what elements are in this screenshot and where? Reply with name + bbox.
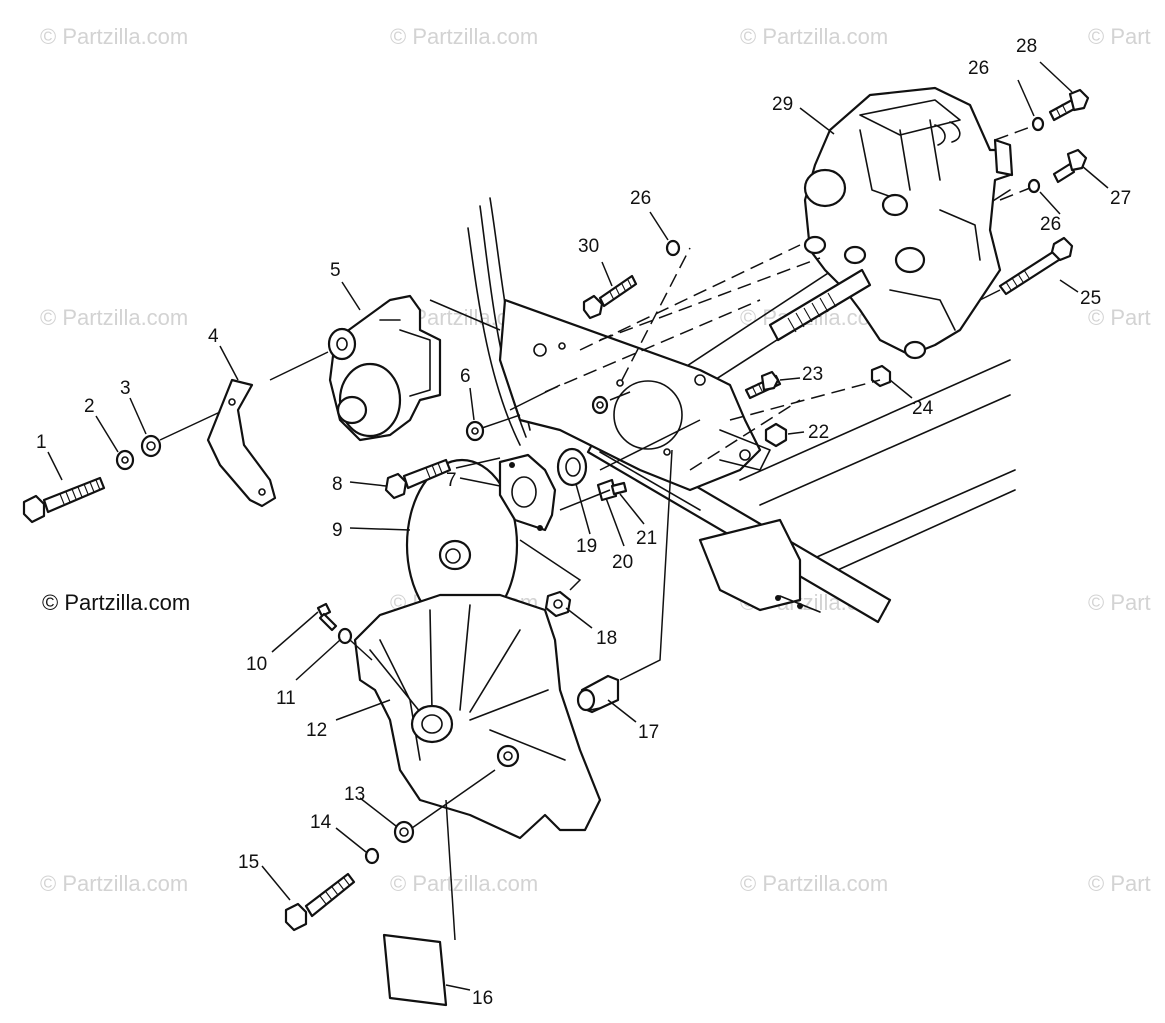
callout-lines bbox=[47, 61, 1109, 991]
nut-22 bbox=[764, 422, 788, 448]
label-part-29: 29 bbox=[772, 94, 793, 115]
washer-3 bbox=[140, 434, 162, 458]
decal-16 bbox=[382, 933, 448, 1007]
callout-numbers: 1 2 3 4 5 6 7 8 9 10 11 12 13 14 15 16 1… bbox=[36, 36, 1131, 1009]
output-shaft bbox=[768, 268, 872, 342]
label-part-30: 30 bbox=[578, 236, 599, 257]
mounting-plate bbox=[498, 298, 771, 492]
label-part-25: 25 bbox=[1080, 288, 1101, 309]
label-part-22: 22 bbox=[808, 422, 829, 443]
label-part-13: 13 bbox=[344, 784, 365, 805]
bushing-20 bbox=[596, 478, 618, 502]
watermark: © Part bbox=[1088, 590, 1151, 615]
label-part-5: 5 bbox=[330, 260, 341, 281]
bolt-25 bbox=[998, 236, 1074, 296]
copyright-text: © Partzilla.com bbox=[42, 590, 190, 615]
bolt-1 bbox=[22, 476, 106, 524]
washer-26-upper bbox=[1031, 116, 1045, 132]
plate-7 bbox=[498, 453, 557, 532]
washer-11 bbox=[337, 627, 353, 645]
label-part-8: 8 bbox=[332, 474, 343, 495]
watermark: © Partzilla.com bbox=[740, 871, 888, 896]
label-part-12: 12 bbox=[306, 720, 327, 741]
watermark: © Part bbox=[1088, 305, 1151, 330]
watermark: © Partzilla.com bbox=[390, 871, 538, 896]
label-part-2: 2 bbox=[84, 396, 95, 417]
bolt-15 bbox=[284, 872, 356, 932]
washer-26-top bbox=[665, 239, 681, 257]
label-part-19: 19 bbox=[576, 536, 597, 557]
label-part-21: 21 bbox=[636, 528, 657, 549]
watermark: © Part bbox=[1088, 871, 1151, 896]
label-part-4: 4 bbox=[208, 326, 219, 347]
washer-14 bbox=[364, 847, 380, 865]
seal-19 bbox=[556, 447, 588, 487]
label-part-18: 18 bbox=[596, 628, 617, 649]
label-part-24: 24 bbox=[912, 398, 934, 419]
label-part-26: 26 bbox=[630, 188, 651, 209]
key-21 bbox=[610, 481, 628, 496]
watermark: © Partzilla.com bbox=[40, 305, 188, 330]
watermark: © Partzilla.com bbox=[40, 871, 188, 896]
watermark: © Partzilla.com bbox=[390, 24, 538, 49]
assembly-lines bbox=[159, 125, 1034, 941]
label-part-26-upper: 26 bbox=[968, 58, 989, 79]
label-part-23: 23 bbox=[802, 364, 823, 385]
washer-13 bbox=[393, 820, 415, 844]
washer-center bbox=[591, 395, 609, 415]
label-part-6: 6 bbox=[460, 366, 471, 387]
bolt-8 bbox=[384, 458, 452, 500]
label-part-27: 27 bbox=[1110, 188, 1131, 209]
nut-18 bbox=[544, 590, 572, 618]
bolt-23 bbox=[744, 370, 782, 400]
label-part-14: 14 bbox=[310, 812, 332, 833]
bolt-30 bbox=[582, 274, 638, 320]
bolt-27 bbox=[1052, 148, 1088, 184]
label-part-17: 17 bbox=[638, 722, 659, 743]
washer-26-right bbox=[1027, 178, 1041, 194]
spacer-17 bbox=[576, 674, 620, 714]
label-part-28: 28 bbox=[1016, 36, 1037, 57]
label-part-10: 10 bbox=[246, 654, 267, 675]
bolt-28 bbox=[1048, 88, 1090, 122]
label-part-16: 16 bbox=[472, 988, 493, 1009]
pulley-9 bbox=[405, 458, 519, 632]
bracket-4 bbox=[206, 378, 277, 508]
watermark: © Partzilla.com bbox=[740, 24, 888, 49]
washer-6 bbox=[465, 420, 485, 442]
label-part-20: 20 bbox=[612, 552, 633, 573]
label-part-3: 3 bbox=[120, 378, 131, 399]
label-part-26-right: 26 bbox=[1040, 214, 1061, 235]
label-part-9: 9 bbox=[332, 520, 343, 541]
starter-5 bbox=[327, 294, 442, 442]
washer-2 bbox=[115, 449, 135, 471]
cover-12 bbox=[353, 593, 602, 840]
label-part-7: 7 bbox=[446, 470, 457, 491]
label-part-15: 15 bbox=[238, 852, 259, 873]
bolt-10 bbox=[316, 602, 338, 632]
watermark: © Part bbox=[1088, 24, 1151, 49]
label-part-11: 11 bbox=[276, 688, 296, 709]
label-part-1: 1 bbox=[36, 432, 47, 453]
watermark: © Partzilla.com bbox=[40, 24, 188, 49]
nut-24 bbox=[870, 364, 892, 388]
